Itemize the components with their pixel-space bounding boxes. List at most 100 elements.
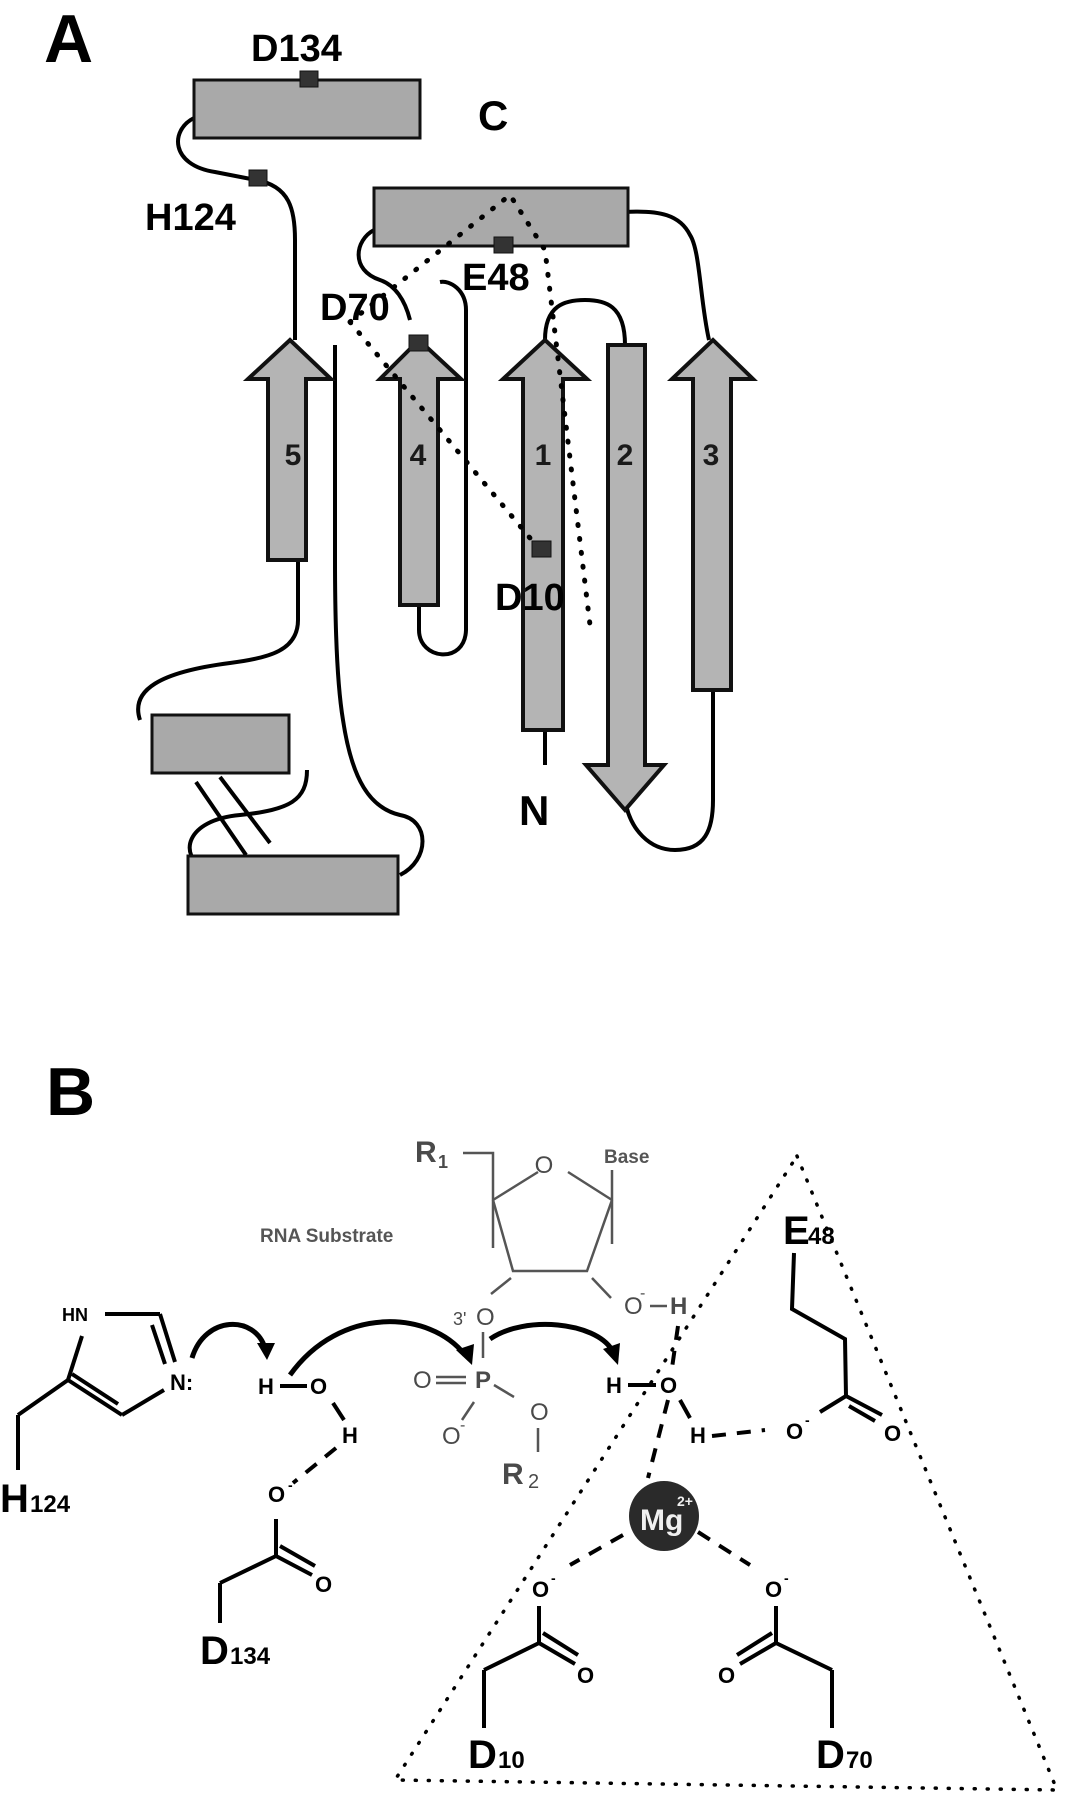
base-label: Base: [604, 1147, 649, 1168]
o2-atom: O: [624, 1293, 643, 1320]
his-bond-4: [66, 1378, 124, 1417]
asp134-label-sub: 134: [230, 1643, 271, 1670]
asp134-hbond: [291, 1446, 338, 1485]
p-o5-bond: [493, 1383, 515, 1399]
electron-arrows: [189, 1319, 620, 1377]
w1-h2: H: [342, 1423, 358, 1448]
mg-sphere: [629, 1481, 699, 1551]
label-e48: E48: [462, 257, 530, 299]
w1-o: O: [310, 1374, 327, 1399]
rna-substrate: RNA Substrate R 1 O Base O - H 3' O P O …: [260, 1136, 687, 1493]
site-marker-d70: [408, 334, 429, 352]
asp70-label: D: [816, 1733, 845, 1777]
w2-h1: H: [606, 1373, 622, 1398]
n-terminus-label: N: [519, 787, 549, 834]
asp70-label-sub: 70: [846, 1747, 873, 1774]
site-marker-h124: [248, 169, 268, 187]
w2-mg-coordination: [646, 1399, 670, 1479]
mg-charge: 2+: [677, 1493, 693, 1509]
strand-1: [497, 337, 593, 732]
strand-3: [666, 337, 758, 692]
arrowhead-1: [257, 1343, 275, 1360]
c-terminus-label: C: [478, 92, 508, 139]
glu48-charge: -: [805, 1412, 810, 1428]
panel-b-letter: B: [46, 1054, 95, 1130]
asp70-o-minus: O: [765, 1577, 782, 1602]
p-o-minus-charge: -: [460, 1417, 465, 1434]
helix-c-terminal: [192, 78, 422, 140]
magnesium-ion: Mg 2+: [569, 1481, 752, 1567]
strand-5: [242, 337, 337, 562]
p-o-minus-bond: [460, 1401, 476, 1421]
o5-atom: O: [530, 1399, 549, 1426]
his-double-bond-2: [70, 1372, 120, 1406]
his-label: H: [0, 1477, 29, 1521]
r1-bond: [463, 1151, 495, 1248]
rna-substrate-label: RNA Substrate: [260, 1226, 393, 1247]
loop-bottom-to-top: [333, 345, 425, 877]
mg-symbol: Mg: [640, 1504, 683, 1537]
helix-bottom: [186, 854, 400, 916]
asp70-charge: -: [784, 1570, 789, 1586]
his-ch2-bond: [16, 1378, 70, 1417]
his-bond-2: [158, 1313, 177, 1363]
w1-h1: H: [258, 1374, 274, 1399]
r1-subscript: 1: [438, 1152, 448, 1172]
loop-s5-to-helix: [136, 560, 300, 721]
label-h124: H124: [145, 197, 236, 239]
asp10-label-sub: 10: [498, 1747, 525, 1774]
loop-s2-to-s3: [623, 680, 715, 853]
metal-site-triangle: [391, 1152, 1060, 1792]
strand-2: [581, 343, 669, 814]
ring-bond-3: [491, 1199, 614, 1273]
o2-hydrogen: H: [670, 1293, 687, 1320]
glu48-o: O: [884, 1421, 901, 1446]
his-hn: HN: [62, 1305, 88, 1325]
label-d134: D134: [251, 28, 342, 70]
o3-prime-label: 3': [453, 1309, 466, 1329]
mg-d70-coordination: [696, 1530, 752, 1567]
c3-o3-bond: [490, 1277, 512, 1295]
ring-oxygen: O: [535, 1152, 554, 1179]
arrow-water-to-p: [287, 1319, 467, 1377]
asp70-double-2: [735, 1631, 774, 1657]
site-marker-d10: [531, 540, 552, 558]
strand-4-label: 4: [410, 439, 427, 472]
panel-a-letter: A: [44, 1, 93, 77]
loop-s1-to-s2: [543, 297, 627, 346]
w2-glu-hbond: [711, 1428, 766, 1438]
p-o-minus: O: [442, 1423, 461, 1450]
break-mark-2: [218, 775, 272, 845]
mg-d10-coordination: [569, 1533, 624, 1567]
strand-3-label: 3: [703, 439, 720, 472]
asp10-o: O: [577, 1663, 594, 1688]
r2-subscript: 2: [528, 1471, 539, 1493]
asp134-charge: -: [288, 1477, 293, 1493]
asp10-o-minus: O: [532, 1577, 549, 1602]
asp134-o-minus: O: [268, 1482, 285, 1507]
asp134-label: D: [200, 1629, 229, 1673]
active-site-dotted-lines: [347, 191, 593, 628]
asp10-label: D: [468, 1733, 497, 1777]
glu48-label: E: [783, 1209, 810, 1253]
w2-o2-hbond: [670, 1325, 680, 1369]
o3-atom: O: [476, 1304, 495, 1331]
asp134-double-1: [275, 1554, 313, 1577]
loops: [136, 116, 715, 877]
asp70-double-1: [738, 1641, 778, 1666]
asp70-o: O: [718, 1663, 735, 1688]
his-label-sub: 124: [30, 1491, 71, 1518]
w2-h2: H: [690, 1423, 706, 1448]
water-1: H O H: [258, 1374, 358, 1448]
asp10-charge: -: [551, 1570, 556, 1586]
strand-2-label: 2: [617, 439, 634, 472]
label-d70: D70: [320, 287, 390, 329]
histidine-124: HN N: H 124: [0, 1305, 193, 1521]
r2-label: R: [502, 1458, 524, 1491]
water-2: H O H: [606, 1325, 766, 1479]
strand-1-label: 1: [535, 439, 552, 472]
ring-bond-1: [492, 1170, 539, 1202]
glu48-label-sub: 48: [808, 1223, 835, 1250]
r1-label: R: [415, 1136, 437, 1169]
